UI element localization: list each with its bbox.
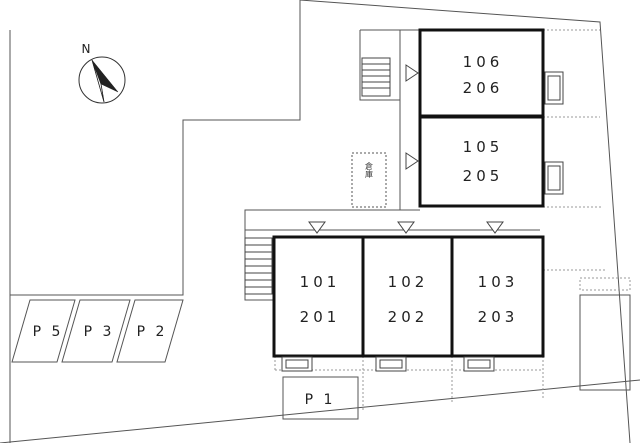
- unit-101: 101 201: [272, 235, 365, 358]
- site-boundary-top: [299, 0, 631, 443]
- balcony-units: [281, 71, 564, 372]
- unit-106: 106 206: [418, 28, 545, 118]
- entrance-arrow: [486, 221, 504, 234]
- parking-label-p2: P 2: [137, 324, 168, 340]
- unit-upper-number: 101: [300, 273, 341, 291]
- stairs-lower: [244, 237, 273, 295]
- unit-lower-number: 202: [388, 308, 429, 326]
- site-boundary-left-notch: [10, 0, 301, 296]
- entrance-arrow: [405, 152, 419, 170]
- storage-shed: [351, 152, 387, 208]
- parking-label-p3: P 3: [84, 324, 115, 340]
- unit-102: 102 202: [361, 235, 454, 358]
- unit-lower-number: 205: [463, 167, 504, 185]
- compass: N: [78, 42, 126, 104]
- parking-label-p1: P 1: [305, 392, 336, 408]
- unit-upper-number: 103: [478, 273, 519, 291]
- entrance-arrow: [397, 221, 415, 234]
- unit-lower-number: 201: [300, 308, 341, 326]
- unit-upper-number: 106: [463, 53, 504, 71]
- unit-lower-number: 206: [463, 79, 504, 97]
- unit-upper-number: 102: [388, 273, 429, 291]
- unit-upper-number: 105: [463, 138, 504, 156]
- compass-north-label: N: [82, 42, 91, 56]
- parking-label-p5: P 5: [33, 324, 64, 340]
- unit-lower-number: 203: [478, 308, 519, 326]
- stairs-upper: [361, 57, 391, 97]
- entrance-arrow: [405, 64, 419, 82]
- side-area: [579, 294, 631, 391]
- unit-103: 103 203: [450, 235, 545, 358]
- entrance-arrow: [308, 221, 326, 234]
- storage-label: 倉庫: [365, 161, 374, 179]
- parking-stall-p1: [282, 376, 359, 420]
- site-boundary-bottom: [0, 379, 640, 443]
- parking-stalls: [11, 299, 184, 363]
- unit-105: 105 205: [418, 115, 545, 208]
- plot-lines: [274, 29, 631, 412]
